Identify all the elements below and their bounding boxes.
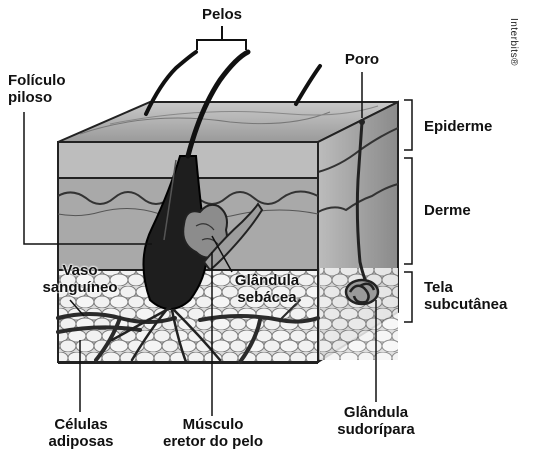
- derme-bracket: [404, 158, 412, 264]
- pore: [359, 119, 365, 125]
- label-vaso-sanguineo: Vaso sanguíneo: [30, 262, 130, 296]
- epiderme-bracket: [404, 100, 412, 150]
- label-poro: Poro: [338, 51, 386, 68]
- label-derme: Derme: [424, 202, 471, 219]
- label-tela-subcutanea: Tela subcutânea: [424, 279, 507, 313]
- label-glandula-sudoripara: Glândula sudorípara: [326, 404, 426, 438]
- pelos-bracket: [197, 26, 246, 50]
- label-glandula-sebacea: Glândula sebácea: [222, 272, 312, 306]
- credit-text: Interbits®: [508, 18, 519, 66]
- label-pelos: Pelos: [196, 6, 248, 23]
- label-foliculo-piloso: Folículo piloso: [8, 72, 66, 106]
- label-epiderme: Epiderme: [424, 118, 492, 135]
- label-musculo-eretor: Músculo eretor do pelo: [148, 416, 278, 450]
- label-celulas-adiposas: Células adiposas: [38, 416, 124, 450]
- tela-bracket: [404, 272, 412, 322]
- sweat-gland: [346, 280, 378, 304]
